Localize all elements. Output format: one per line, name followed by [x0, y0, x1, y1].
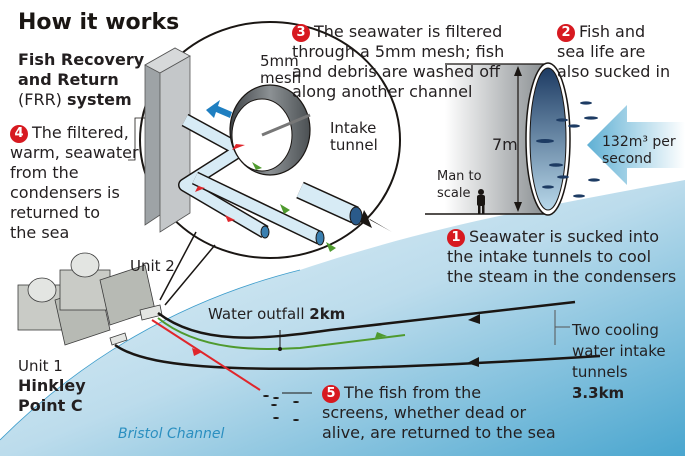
- fish-icons: [536, 101, 600, 198]
- zoom-line: [159, 231, 197, 301]
- flow-rate-label: 132m³ per second: [602, 134, 676, 168]
- step-text: sea life are: [557, 42, 646, 61]
- intake-flow-arrow: [360, 210, 392, 232]
- step-text: condensers is: [10, 183, 120, 202]
- cooling-tunnels-label: Two cooling water intake tunnels 3.3km: [572, 320, 666, 404]
- mesh-word: mesh: [260, 69, 302, 87]
- subtitle-line: system: [67, 90, 132, 109]
- bristol-channel-label: Bristol Channel: [118, 426, 225, 442]
- water-outfall-label: Water outfall 2km: [208, 306, 345, 323]
- fish-return-line: [151, 319, 261, 391]
- sea-area: [0, 180, 685, 456]
- step-text: screens, whether dead or: [322, 403, 527, 422]
- step-badge: 4: [10, 125, 28, 143]
- step-text: The seawater is filtered: [314, 22, 503, 41]
- flow-arrow: [587, 105, 685, 185]
- intake-tunnel-upper: [157, 300, 576, 339]
- step-text: the intake tunnels to cool: [447, 247, 652, 266]
- blue-flow-arrow: [206, 100, 232, 118]
- step-text: along another channel: [292, 82, 473, 101]
- water-outfall-line: [157, 317, 406, 350]
- mesh-size: 5mm: [260, 52, 299, 70]
- coastline: [0, 269, 301, 441]
- step-text: alive, are returned to the sea: [322, 423, 556, 442]
- intake-tunnel-shell: [445, 64, 545, 214]
- returned-fish-icons: [263, 395, 299, 421]
- step-text: through a 5mm mesh; fish: [292, 42, 505, 61]
- step-text: The filtered,: [32, 123, 129, 142]
- flow-rate-value: 132m³ per: [602, 134, 676, 150]
- site-name-line: Hinkley: [18, 376, 86, 395]
- site-name: Hinkley Point C: [18, 376, 86, 416]
- outfall-text: Water outfall: [208, 305, 305, 323]
- step-text: returned to: [10, 203, 101, 222]
- system-title: Fish Recovery and Return (FRR) system: [18, 50, 144, 110]
- step-text: also sucked in: [557, 62, 671, 81]
- man-label-line: Man to: [437, 169, 482, 184]
- subtitle-line: Fish Recovery: [18, 50, 145, 69]
- outfall-length: 2km: [309, 305, 346, 323]
- man-label-line: scale: [437, 186, 471, 201]
- man-silhouette-icon: [477, 189, 485, 214]
- step-text: from the: [10, 163, 79, 182]
- flow-rate-unit: second: [602, 151, 652, 167]
- tunnels-text: water intake: [572, 342, 666, 360]
- tunnel-word: tunnel: [330, 136, 378, 154]
- step-text: warm, seawater: [10, 143, 139, 162]
- unit-2-label: Unit 2: [130, 257, 175, 275]
- site-name-line: Point C: [18, 396, 83, 415]
- subtitle-line: and Return: [18, 70, 119, 89]
- tunnels-text: tunnels: [572, 363, 628, 381]
- zoom-line: [164, 244, 216, 306]
- step-badge: 1: [447, 229, 465, 247]
- mesh-label: 5mm mesh: [260, 53, 301, 87]
- step-text: Seawater is sucked into: [469, 227, 660, 246]
- man-to-scale-label: Man to scale: [437, 168, 482, 202]
- hinkley-point-c-plant: [17, 252, 163, 346]
- intake-tunnel-label: Intake tunnel: [330, 120, 378, 154]
- subtitle-acronym: (FRR): [18, 90, 62, 109]
- page-title: How it works: [18, 10, 180, 35]
- intake-word: Intake: [330, 119, 377, 137]
- tunnels-text: Two cooling: [572, 321, 659, 339]
- step-badge: 5: [322, 385, 340, 403]
- step-badge: 2: [557, 24, 575, 42]
- diameter-label: 7m: [492, 135, 518, 154]
- step-text: Fish and: [579, 22, 646, 41]
- step-text: the sea: [10, 223, 70, 242]
- step-text: the steam in the condensers: [447, 267, 677, 286]
- tunnels-length: 3.3km: [572, 384, 625, 402]
- unit-1-label: Unit 1: [18, 357, 63, 375]
- step-text: The fish from the: [344, 383, 482, 402]
- step-badge: 3: [292, 24, 310, 42]
- step-text: and debris are washed off: [292, 62, 501, 81]
